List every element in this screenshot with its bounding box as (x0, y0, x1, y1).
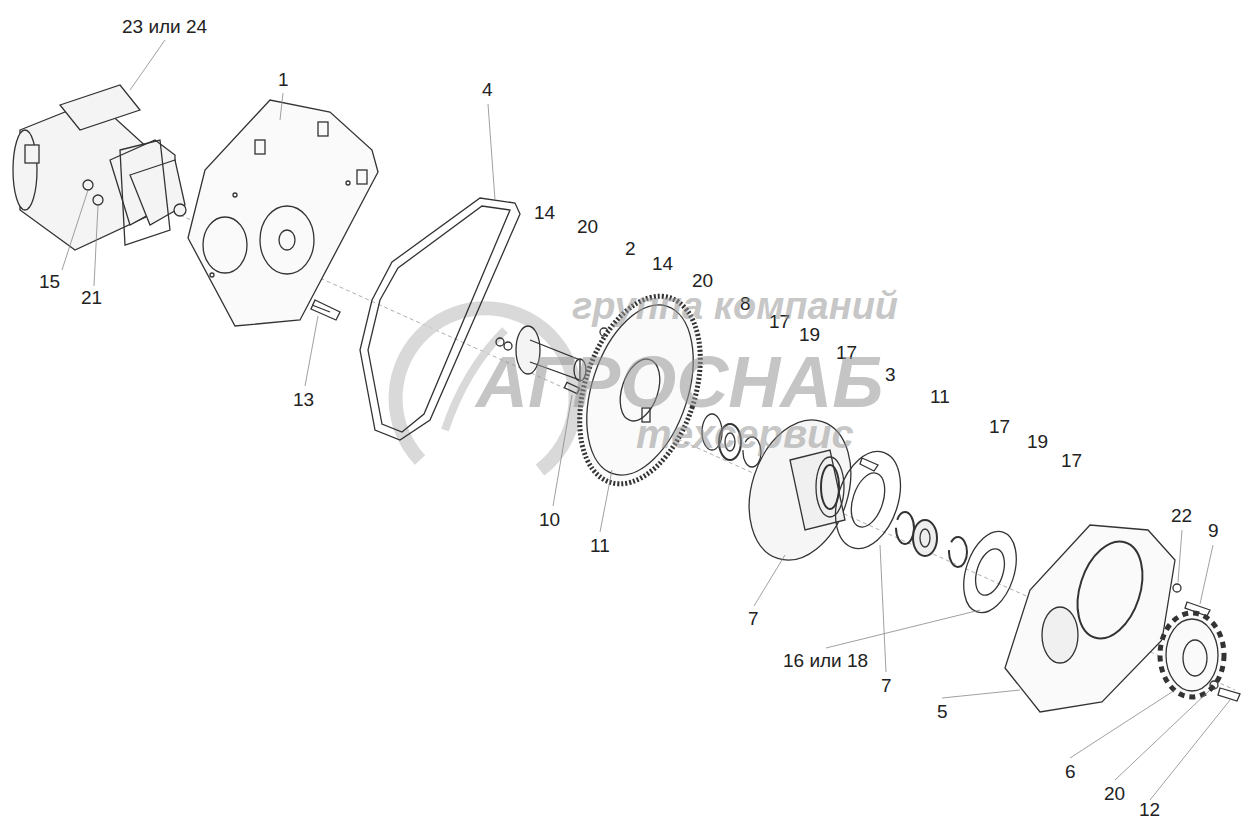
callout-number: 19 (1025, 432, 1050, 453)
callout-number: 15 (37, 272, 62, 293)
callout-number: 14 (650, 254, 675, 275)
callout-number: 21 (79, 288, 104, 309)
callout-number: 11 (928, 387, 952, 408)
callout-number: 13 (291, 390, 316, 411)
callout-number: 17 (1059, 451, 1084, 472)
callout-number: 3 (883, 365, 898, 386)
callout-number: 22 (1169, 506, 1194, 527)
callout-number: 1 (276, 70, 291, 91)
callout-number: 19 (797, 325, 822, 346)
callout-number: 11 (588, 536, 612, 557)
callout-number: 20 (575, 217, 600, 238)
callout-number: 10 (537, 510, 562, 531)
callout-number: 4 (480, 80, 495, 101)
callout-number: 5 (935, 702, 950, 723)
callout-number: 7 (879, 676, 894, 697)
callout-number: 17 (987, 417, 1012, 438)
callout-number: 7 (746, 609, 761, 630)
callout-number: 16 или 18 (781, 651, 870, 672)
watermark-text: техсервис (636, 414, 854, 454)
callout-number: 6 (1063, 762, 1078, 783)
callout-number: 23 или 24 (120, 17, 209, 38)
watermark-text: АГРОСНАБ (476, 346, 883, 418)
callout-number: 14 (532, 203, 557, 224)
callout-number: 20 (1102, 784, 1127, 805)
callout-number: 12 (1137, 800, 1162, 821)
callout-number: 2 (623, 239, 638, 260)
callout-number: 9 (1206, 521, 1221, 542)
watermark-text: группа компаний (572, 287, 898, 325)
